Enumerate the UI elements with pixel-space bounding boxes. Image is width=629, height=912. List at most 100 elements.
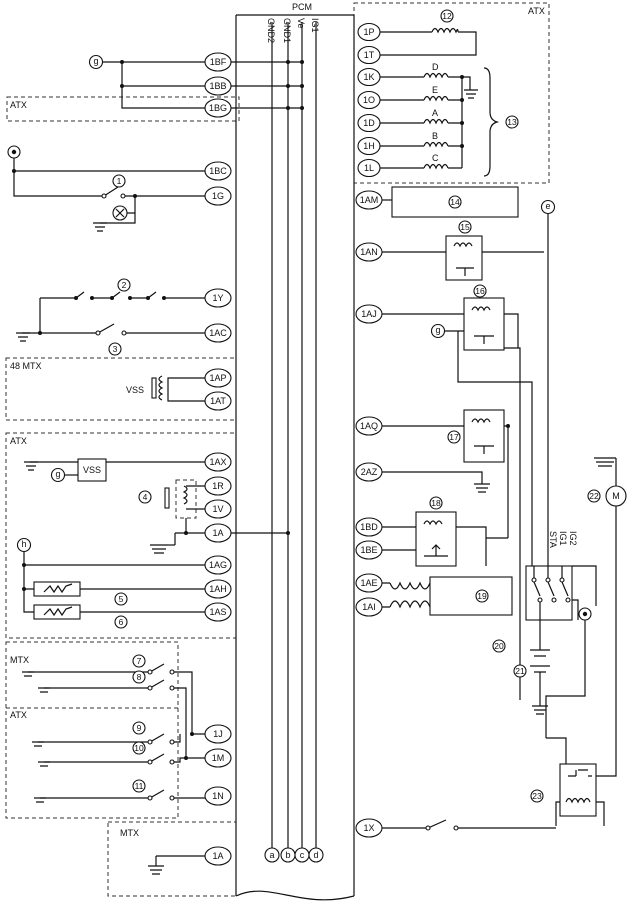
pin-1bg: 1BG [204, 98, 232, 118]
atx-group-box-top [6, 96, 240, 122]
pin-1ai: 1AI [355, 597, 383, 617]
svg-text:a: a [269, 850, 274, 860]
callout-15: 15 [458, 220, 472, 234]
ground-icon-motor [594, 457, 616, 467]
ground-icon-switch-8 [38, 687, 50, 693]
atx-pin-1k: 1K [357, 67, 381, 87]
callout-4: 4 [138, 490, 152, 504]
relay-23 [559, 763, 597, 817]
svg-text:1AQ: 1AQ [360, 421, 378, 431]
svg-text:13: 13 [507, 117, 517, 127]
group-label-mtx-switch: MTX [10, 655, 29, 665]
pin-1as: 1AS [204, 602, 232, 622]
pin-1an: 1AN [355, 242, 383, 262]
svg-text:c: c [300, 850, 305, 860]
svg-text:1AS: 1AS [209, 607, 226, 617]
atx-pin-1t: 1T [357, 45, 381, 65]
svg-text:B: B [432, 131, 438, 141]
atx-pin-1p: 1P [357, 22, 381, 42]
callout-9: 9 [132, 721, 146, 735]
svg-text:6: 6 [119, 617, 124, 627]
bus-label-gnd2: GND2 [266, 18, 276, 43]
ground-icon-switch-1 [93, 222, 107, 232]
pin-1j: 1J [204, 724, 232, 744]
callout-20: 20 [492, 639, 506, 653]
bus-label-ig1: IG1 [310, 18, 320, 33]
switch-1 [98, 186, 205, 197]
svg-text:g: g [93, 56, 98, 66]
contact-label-ig2: IG2 [568, 531, 578, 546]
pin-1n: 1N [204, 786, 232, 806]
svg-text:4: 4 [143, 492, 148, 502]
vss-label-mtx: VSS [126, 385, 144, 395]
atx-pin-1o: 1O [357, 90, 381, 110]
svg-text:14: 14 [450, 197, 460, 207]
svg-text:1V: 1V [212, 504, 223, 514]
callout-2: 2 [117, 278, 131, 292]
bus-terminal-c: c [294, 847, 310, 863]
bus-terminal-b: b [280, 847, 296, 863]
svg-text:E: E [432, 85, 438, 95]
terminal-g-relay-16: g [430, 323, 446, 339]
svg-text:1BC: 1BC [209, 166, 227, 176]
pin-1y: 1Y [204, 288, 232, 308]
group-label-atx-vss: ATX [10, 436, 27, 446]
thermistor-6 [33, 604, 81, 620]
svg-text:C: C [432, 153, 439, 163]
svg-text:8: 8 [137, 672, 142, 682]
callout-14: 14 [448, 195, 462, 209]
callout-23: 23 [530, 789, 544, 803]
pin-1ax: 1AX [204, 452, 232, 472]
sensor-4-coil-icon [182, 485, 188, 505]
svg-text:1J: 1J [213, 729, 223, 739]
relay-15 [445, 235, 483, 281]
pin-1g: 1G [204, 186, 232, 206]
svg-text:21: 21 [515, 666, 525, 676]
ground-icon-switch-11 [34, 797, 46, 803]
callout-3: 3 [108, 342, 122, 356]
svg-text:1AG: 1AG [209, 560, 227, 570]
svg-text:1AN: 1AN [360, 247, 378, 257]
svg-text:1AE: 1AE [360, 578, 377, 588]
svg-text:1X: 1X [363, 823, 374, 833]
ground-icon-switch-9 [32, 741, 44, 747]
solenoid-12-coil-icon [431, 27, 459, 34]
group-label-atx-switch: ATX [10, 710, 27, 720]
svg-text:1AH: 1AH [209, 584, 227, 594]
svg-text:b: b [285, 850, 290, 860]
callout-5: 5 [114, 592, 128, 606]
callout-8: 8 [132, 670, 146, 684]
solenoid-b: B [380, 131, 462, 148]
svg-text:M: M [612, 491, 620, 501]
svg-text:1P: 1P [363, 27, 374, 37]
ground-icon-switch-10 [38, 761, 50, 767]
ground-icon-mtx-bottom [148, 865, 164, 875]
bus-terminal-a: a [264, 847, 280, 863]
solenoid-group-brace [483, 67, 500, 177]
pin-1ah: 1AH [204, 579, 232, 599]
svg-text:g: g [55, 469, 60, 479]
battery-21-icon [530, 649, 550, 706]
pin-1at: 1AT [204, 391, 232, 411]
callout-12: 12 [440, 9, 454, 23]
svg-text:1H: 1H [363, 141, 375, 151]
svg-text:1O: 1O [363, 95, 375, 105]
svg-text:1K: 1K [363, 72, 374, 82]
group-label-mtx-bottom: MTX [120, 828, 139, 838]
svg-text:1AJ: 1AJ [361, 309, 377, 319]
callout-1: 1 [112, 174, 126, 188]
svg-text:18: 18 [431, 498, 441, 508]
svg-text:5: 5 [119, 594, 124, 604]
ground-icon-switch-3 [16, 332, 30, 342]
ground-icon-2az [474, 483, 490, 493]
ground-icon-battery [532, 705, 548, 715]
atx-pin-1l: 1L [357, 158, 381, 178]
svg-text:1N: 1N [212, 791, 224, 801]
atx-pin-1d: 1D [357, 113, 381, 133]
pcm-title: PCM [292, 2, 312, 12]
solenoid-ground-icon [464, 89, 478, 99]
component-19-box [429, 576, 513, 616]
svg-text:D: D [432, 62, 439, 72]
svg-text:1Y: 1Y [212, 293, 223, 303]
svg-text:d: d [313, 850, 318, 860]
